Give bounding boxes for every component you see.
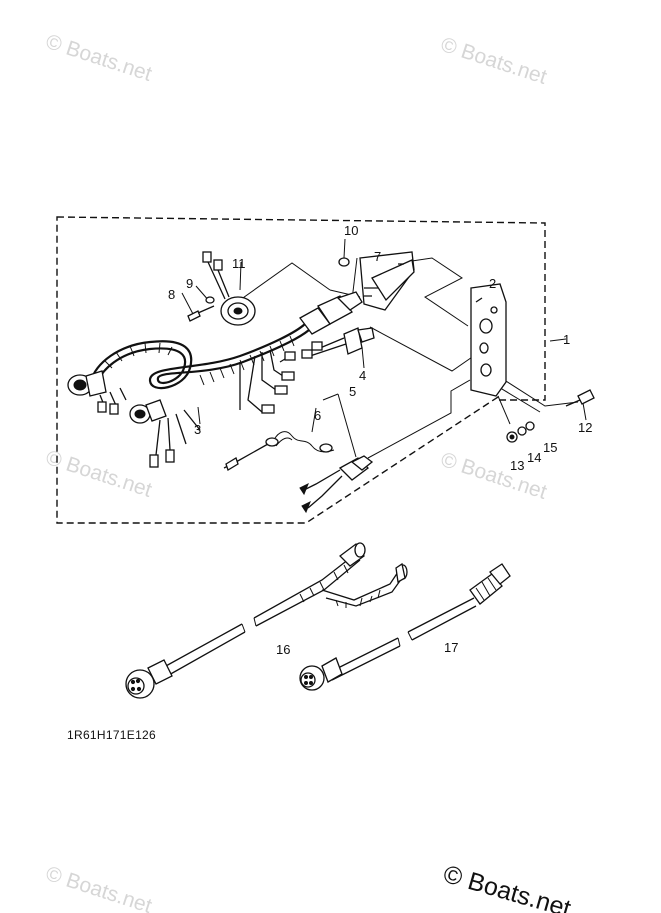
callout-14: 14 [527, 450, 541, 465]
bolt-12 [565, 389, 595, 407]
callout-7: 7 [374, 249, 381, 264]
callout-9: 9 [186, 276, 193, 291]
bracket-7 [359, 251, 415, 311]
callout-6: 6 [314, 408, 321, 423]
callout-1: 1 [563, 332, 570, 347]
callout-2: 2 [489, 276, 496, 291]
lanyard-6 [223, 431, 335, 471]
assembly-boundary [56, 216, 546, 524]
callout-16: 16 [276, 642, 290, 657]
buzzer [202, 251, 256, 326]
plate-2 [470, 283, 507, 397]
callout-10: 10 [344, 223, 358, 238]
callout-13: 13 [510, 458, 524, 473]
nuts-13-14-15 [506, 421, 535, 443]
extension-harness-16 [125, 542, 408, 699]
callout-8: 8 [168, 287, 175, 302]
callout-3: 3 [194, 422, 201, 437]
callout-12: 12 [578, 420, 592, 435]
wire-harness [67, 291, 363, 468]
callout-11: 11 [232, 256, 246, 271]
callout-5: 5 [349, 384, 356, 399]
screw-and-washer [187, 296, 215, 322]
switch-4 [301, 327, 375, 359]
extension-harness-17 [299, 563, 511, 691]
callout-17: 17 [444, 640, 458, 655]
callout-4: 4 [359, 368, 366, 383]
nut-10 [338, 257, 350, 267]
diagram-code: 1R61H171E126 [67, 728, 157, 742]
callout-15: 15 [543, 440, 557, 455]
stop-switch-5 [299, 455, 374, 514]
